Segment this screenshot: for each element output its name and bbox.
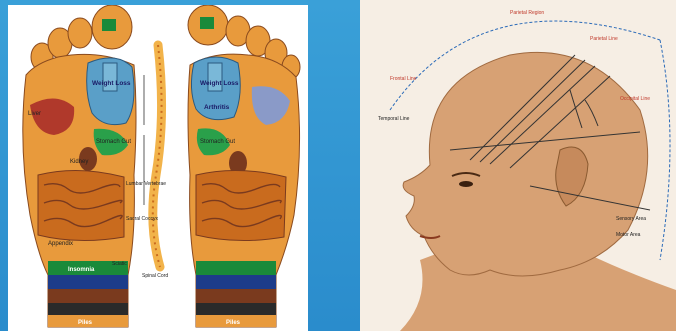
right-foot: Weight Loss Arthritis Stomach Gut Piles xyxy=(188,5,300,327)
spinal-cord-label: Spinal Cord xyxy=(142,273,168,279)
left-foot: Weight Loss Liver Stomach Gut Kidney App… xyxy=(23,5,136,327)
sciatic-label: Sciatic xyxy=(112,261,127,267)
piles-left-label: Piles xyxy=(78,320,93,326)
weight-loss-right-label: Weight Loss xyxy=(200,80,239,87)
appendix-label: Appendix xyxy=(48,241,73,247)
sensory-label: Sensory Area xyxy=(616,216,646,222)
motor-label: Motor Area xyxy=(616,232,641,238)
stomach-gut-left-label: Stomach Gut xyxy=(96,139,131,145)
foot-reflexology-chart: Weight Loss Liver Stomach Gut Kidney App… xyxy=(8,5,308,331)
stomach-gut-right-label: Stomach Gut xyxy=(200,139,235,145)
foot-reflexology-image: Weight Loss Liver Stomach Gut Kidney App… xyxy=(8,5,308,331)
temporal-label: Temporal Line xyxy=(378,116,410,122)
weight-loss-left-label: Weight Loss xyxy=(92,80,131,87)
frontal-label: Frontal Line xyxy=(390,76,417,82)
occipital-label: Occipital Line xyxy=(620,96,650,102)
sacral-label: Sacral Coccyx xyxy=(126,216,158,222)
liver-label: Liver xyxy=(28,111,41,117)
head-acupuncture-image: Parietal Region Parietal Line Frontal Li… xyxy=(360,0,676,331)
lumbar-label: Lumbar Vertebrae xyxy=(126,181,166,187)
parietal-label: Parietal Line xyxy=(590,36,618,42)
piles-right-label: Piles xyxy=(226,320,241,326)
top-label: Parietal Region xyxy=(510,10,544,16)
insomnia-label: Insomnia xyxy=(68,267,95,273)
kidney-label: Kidney xyxy=(70,159,88,165)
arthritis-label: Arthritis xyxy=(204,104,230,111)
head-acupuncture-chart: Parietal Region Parietal Line Frontal Li… xyxy=(360,0,676,331)
